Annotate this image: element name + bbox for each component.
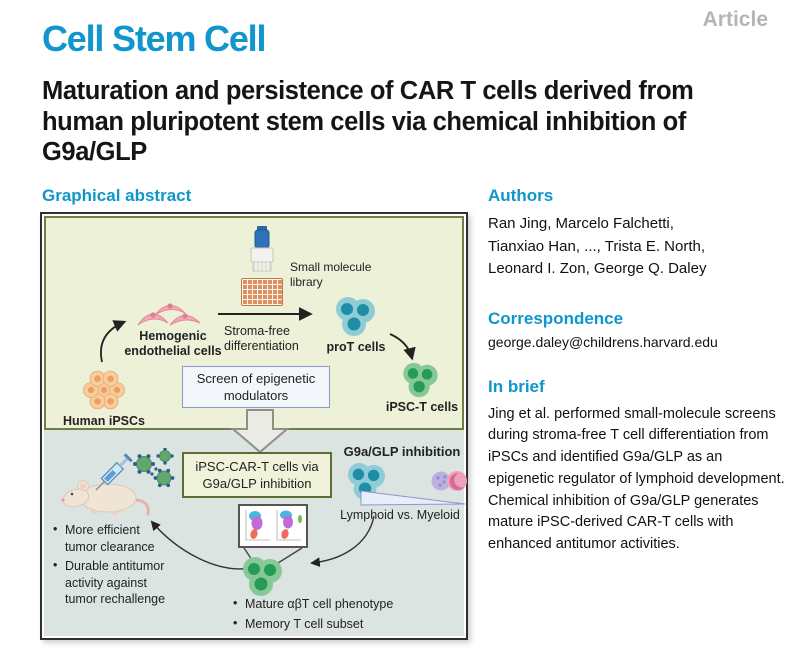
author-list: Ran Jing, Marcelo Falchetti, Tianxiao Ha… (488, 213, 790, 281)
lymphoid-vs-myeloid-label: Lymphoid vs. Myeloid (340, 508, 460, 522)
well-plate-icon (241, 278, 283, 306)
g9a-inhibition-label: G9a/GLP inhibition (343, 444, 461, 459)
hemogenic-cells-icon (137, 303, 201, 326)
prot-label: proT cells (326, 340, 386, 354)
authors-heading: Authors (488, 186, 554, 205)
article-type-label: Article (702, 8, 768, 31)
bullet-mature-phenotype: Mature αβT cell phenotype (232, 595, 442, 613)
correspondence-heading: Correspondence (488, 308, 624, 328)
ipsc-t-cells-icon (403, 362, 438, 398)
pipette-icon (250, 226, 274, 272)
author-line: Ran Jing, Marcelo Falchetti, (488, 215, 674, 232)
graphical-abstract-figure: Small molecule library Hemogenic endothe… (40, 212, 468, 640)
paper-title: Maturation and persistence of CAR T cell… (42, 77, 694, 167)
myeloid-cells-icon (431, 471, 467, 491)
correspondence-email: george.daley@childrens.harvard.edu (488, 333, 718, 350)
author-line: Leonard I. Zon, George Q. Daley (488, 260, 707, 277)
ipsc-t-label: iPSC-T cells (385, 400, 459, 414)
bullet-tumor-clearance: More efficient tumor clearance (52, 521, 168, 555)
car-t-box: iPSC-CAR-T cells via G9a/GLP inhibition (182, 452, 332, 498)
center-bullet-list: Mature αβT cell phenotype Memory T cell … (232, 595, 442, 635)
syringe-icon (95, 453, 133, 491)
bullet-memory-subset: Memory T cell subset (232, 615, 442, 633)
left-bullet-list: More efficient tumor clearance Durable a… (52, 521, 168, 611)
mouse-syringe-icon (61, 448, 175, 516)
car-t-particles-icon (133, 448, 175, 488)
flow-cytometry-box (238, 504, 308, 548)
small-molecule-label: Small molecule library (290, 260, 372, 289)
human-ipsc-icon (83, 370, 125, 410)
stroma-label: Stroma-free differentiation (224, 324, 299, 354)
journal-logo: Cell Stem Cell (42, 18, 266, 59)
hemogenic-label: Hemogenic endothelial cells (124, 329, 222, 358)
in-brief-heading: In brief (488, 376, 545, 396)
screen-box: Screen of epigenetic modulators (182, 366, 330, 408)
gradient-triangle-icon (360, 490, 466, 506)
author-line: Tianxiao Han, ..., Trista E. North, (488, 237, 706, 255)
mouse-icon (61, 480, 150, 516)
flow-cytometry-plot-icon (245, 510, 302, 541)
in-brief-text: Jing et al. performed small-molecule scr… (488, 405, 785, 553)
prot-cells-icon (336, 297, 375, 336)
human-ipsc-label: Human iPSCs (63, 414, 145, 428)
bullet-durable-antitumor: Durable antitumor activity against tumor… (52, 557, 168, 608)
mature-t-cells-icon (243, 557, 282, 596)
graphical-abstract-heading: Graphical abstract (42, 186, 192, 205)
info-column: Authors Ran Jing, Marcelo Falchetti, Tia… (488, 186, 790, 556)
